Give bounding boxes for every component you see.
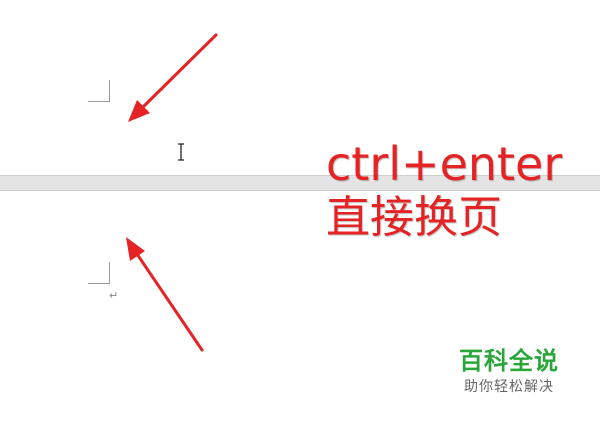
i-beam-cursor-icon: [178, 143, 184, 161]
page-break-gap: [0, 175, 600, 191]
paragraph-mark-icon: ↵: [109, 289, 119, 302]
shortcut-key-text: ctrl+enter: [326, 137, 563, 191]
watermark-title: 百科全说: [459, 347, 559, 375]
shortcut-annotation: ctrl+enter 直接换页: [326, 138, 562, 246]
arrow-top-icon: [128, 33, 218, 122]
watermark-subtitle: 助你轻松解决: [464, 379, 554, 395]
shortcut-description-text: 直接换页: [326, 192, 502, 243]
arrow-bottom-icon: [126, 237, 204, 352]
watermark-logo: 百科全说 助你轻松解决: [440, 346, 578, 396]
document-page-top[interactable]: [0, 0, 600, 175]
page-corner-marker-top: [88, 80, 110, 102]
page-corner-marker-bottom: [88, 262, 110, 284]
document-page-bottom[interactable]: [0, 191, 600, 432]
